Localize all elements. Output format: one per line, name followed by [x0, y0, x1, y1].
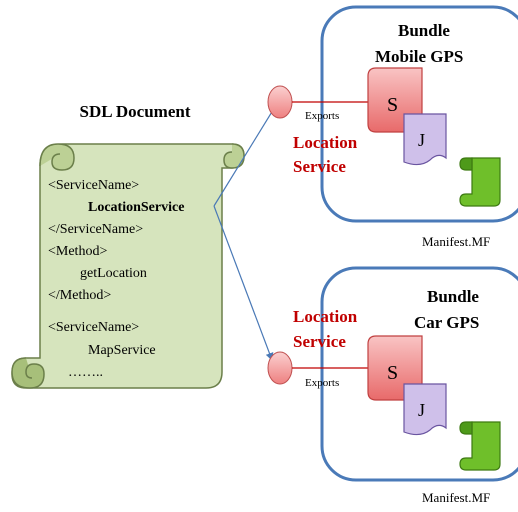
- bundle-bottom-title-line1: Bundle: [427, 287, 479, 306]
- manifest-scroll-bottom: [459, 421, 501, 471]
- sdl-line-method-open: <Method>: [48, 244, 107, 259]
- sdl-scroll: [11, 143, 245, 389]
- bundle-top-title-line2: Mobile GPS: [375, 47, 463, 66]
- manifest-scroll-top: [459, 157, 501, 207]
- manifest-label-bottom: Manifest.MF: [422, 490, 490, 505]
- s-label-bottom: S: [387, 362, 398, 384]
- j-document-top: [403, 113, 447, 166]
- exports-label-bottom: Exports: [305, 377, 339, 389]
- sdl-line-method-close: </Method>: [48, 288, 111, 303]
- sdl-line-getlocation: getLocation: [80, 266, 147, 281]
- bundle-car-gps-container: [320, 266, 518, 482]
- j-document-bottom: [403, 383, 447, 436]
- export-port-bottom: [267, 351, 293, 385]
- j-label-bottom: J: [418, 400, 425, 420]
- export-port-top: [267, 85, 293, 119]
- j-label-top: J: [418, 130, 425, 150]
- manifest-label-top: Manifest.MF: [422, 234, 490, 249]
- bundle-bottom-title-line2: Car GPS: [414, 313, 479, 332]
- sdl-line-servicename-close: </ServiceName>: [48, 222, 143, 237]
- arrow-to-mobile-gps: [213, 101, 279, 207]
- sdl-line-ellipsis: ……..: [68, 365, 103, 380]
- sdl-line-locationservice: LocationService: [88, 200, 184, 215]
- location-service-bottom-line1: Location: [293, 307, 358, 326]
- s-label-top: S: [387, 94, 398, 116]
- location-service-top-line2: Service: [293, 157, 346, 176]
- sdl-line-servicename-open: <ServiceName>: [48, 178, 139, 193]
- location-service-bottom-line2: Service: [293, 332, 346, 351]
- sdl-line-servicename-open-2: <ServiceName>: [48, 320, 139, 335]
- sdl-line-mapservice: MapService: [88, 343, 156, 358]
- exports-label-top: Exports: [305, 110, 339, 122]
- bundle-mobile-gps-container: [320, 5, 518, 223]
- bundle-top-title-line1: Bundle: [398, 21, 450, 40]
- location-service-top-line1: Location: [293, 133, 358, 152]
- sdl-document-title: SDL Document: [80, 102, 191, 121]
- arrow-to-car-gps: [213, 205, 274, 361]
